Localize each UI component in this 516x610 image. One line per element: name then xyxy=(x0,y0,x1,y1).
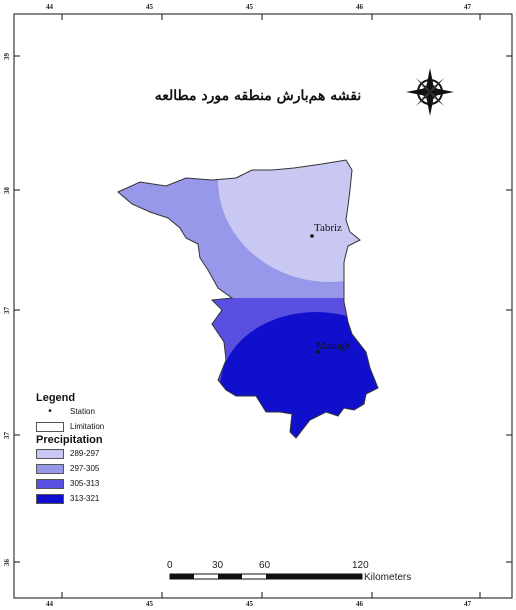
legend-class-2: 297-305 xyxy=(36,461,136,476)
class-label-1: 289-297 xyxy=(70,449,100,458)
left-tick-4: 37 xyxy=(3,432,11,439)
top-tick-2: 45 xyxy=(146,3,153,11)
legend-limitation-label: Limitation xyxy=(70,422,105,431)
scale-label-120: 120 xyxy=(352,560,369,571)
scale-label-60: 60 xyxy=(259,560,271,571)
bottom-tick-1: 44 xyxy=(46,600,53,608)
legend-limitation: Limitation xyxy=(36,419,136,434)
class-swatch-3 xyxy=(36,478,64,489)
scale-unit: Kilometers xyxy=(364,572,412,583)
legend-class-1: 289-297 xyxy=(36,446,136,461)
class-swatch-1 xyxy=(36,448,64,459)
bottom-tick-3: 45 xyxy=(246,600,253,608)
left-tick-3: 37 xyxy=(3,307,11,314)
legend-station: • Station xyxy=(36,404,136,419)
scale-label-30: 30 xyxy=(212,560,224,571)
legend-class-3: 305-313 xyxy=(36,476,136,491)
legend-class-4: 313-321 xyxy=(36,491,136,506)
top-tick-5: 47 xyxy=(464,3,471,11)
class-swatch-2 xyxy=(36,463,64,474)
limitation-swatch xyxy=(36,421,64,432)
scale-label-0: 0 xyxy=(167,560,173,571)
study-area-boundary xyxy=(117,159,379,439)
bottom-tick-2: 45 xyxy=(146,600,153,608)
city-label-maragh: Maragh xyxy=(316,340,351,352)
top-tick-1: 44 xyxy=(46,3,53,11)
class-swatch-4 xyxy=(36,493,64,504)
left-tick-1: 39 xyxy=(3,53,11,60)
top-tick-4: 46 xyxy=(356,3,363,11)
left-tick-5: 36 xyxy=(3,559,11,566)
station-tabriz-marker xyxy=(310,234,314,238)
compass-rose-icon xyxy=(406,68,454,116)
legend-precip-title: Precipitation xyxy=(36,434,103,446)
bottom-tick-5: 47 xyxy=(464,600,471,608)
legend-title: Legend xyxy=(36,392,76,404)
map-title: نقشه هم‌بارش منطقه مورد مطالعه xyxy=(154,88,362,104)
scale-bar xyxy=(169,573,363,580)
top-tick-3: 45 xyxy=(246,3,253,11)
class-label-2: 297-305 xyxy=(70,464,100,473)
bottom-tick-4: 46 xyxy=(356,600,363,608)
station-maragh-marker xyxy=(316,350,320,354)
zone-289-297 xyxy=(218,160,378,282)
legend-station-label: Station xyxy=(70,407,95,416)
zone-313-321 xyxy=(220,312,378,438)
station-dot-icon: • xyxy=(48,405,52,417)
precipitation-zones xyxy=(118,160,378,438)
city-label-tabriz: Tabriz xyxy=(314,222,342,234)
class-label-4: 313-321 xyxy=(70,494,100,503)
left-tick-2: 38 xyxy=(3,187,11,194)
legend: Legend • Station Limitation Precipitatio… xyxy=(36,392,136,506)
class-label-3: 305-313 xyxy=(70,479,100,488)
